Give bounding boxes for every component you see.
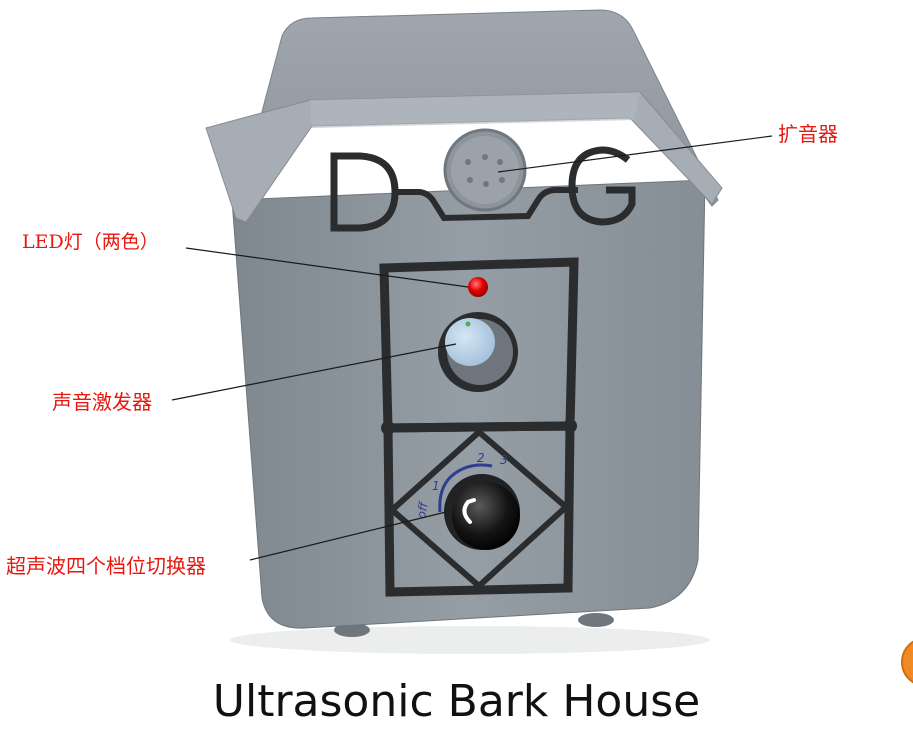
corner-badge [901,640,913,684]
callout-led: LED灯（两色） [22,231,159,253]
ground-shadow [230,626,710,654]
logo-d-letter [330,152,399,232]
logo-g-letter [568,146,636,226]
leader-emitter [171,343,457,401]
dial-label-3: 3 [500,453,508,467]
device-body [231,179,706,629]
leader-lines [171,135,773,561]
led-indicator [468,277,488,297]
dial-scale-labels: off 1 2 3 [414,451,507,520]
leader-led [185,247,469,288]
logo-connector-wave [395,187,578,222]
diagram-caption: Ultrasonic Bark House [212,676,701,727]
callout-speaker: 扩音器 [778,122,838,146]
foot-right [578,613,614,627]
ultrasonic-mode-knob[interactable] [444,474,520,550]
dial-label-off: off [414,500,431,520]
sound-emitter [438,312,518,392]
callout-emitter: 声音激发器 [52,390,152,414]
leader-switch [249,511,447,561]
leader-speaker [497,135,773,173]
dial-label-2: 2 [477,451,485,465]
panel-notches [381,419,577,435]
switch-diamond-outline [387,428,571,591]
speaker-grille [443,128,527,212]
dial-scale-arc [438,463,493,513]
callout-switch: 超声波四个档位切换器 [6,554,206,578]
lower-panel-frame [383,421,575,597]
foot-left [334,623,370,637]
dial-label-1: 1 [432,479,440,493]
